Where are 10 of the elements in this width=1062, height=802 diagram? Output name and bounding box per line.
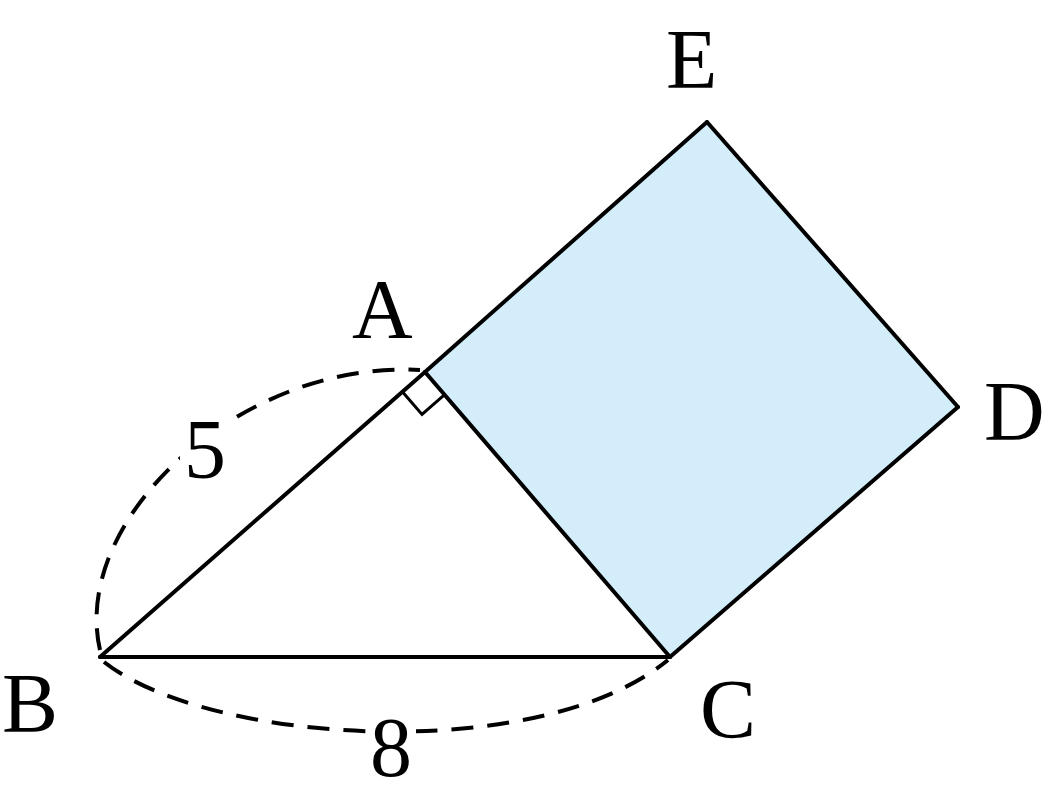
line-segment (668, 405, 960, 659)
point-label: C (700, 668, 757, 752)
point-label: E (666, 18, 718, 102)
line-segment (705, 120, 960, 409)
point-label: D (984, 370, 1045, 454)
point-label: B (2, 662, 59, 746)
line-segment (423, 370, 672, 659)
line-segment (423, 120, 709, 374)
line-segment (98, 655, 672, 659)
point-label: A (352, 268, 413, 352)
